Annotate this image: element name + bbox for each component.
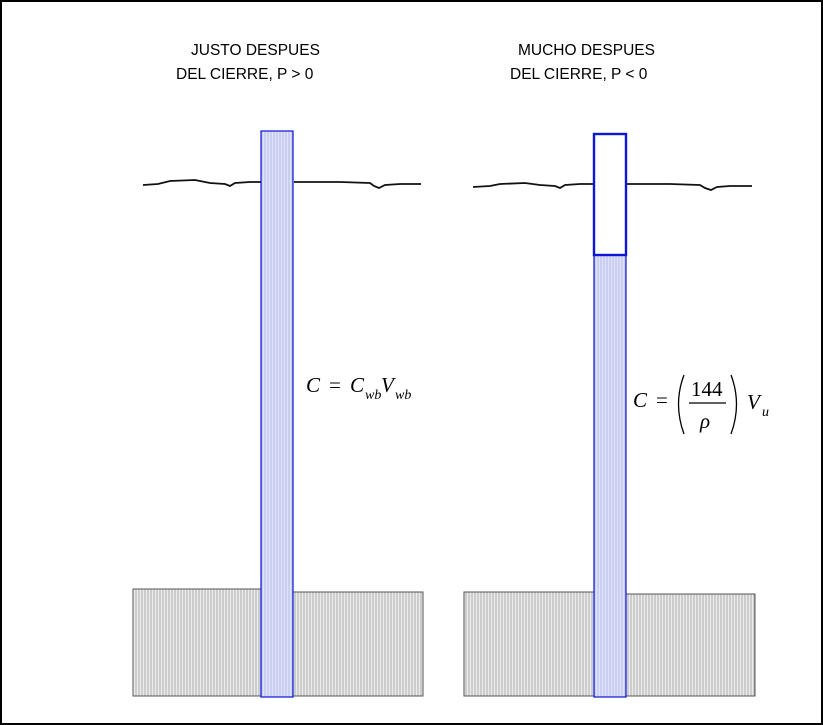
left-eq-c: C (350, 373, 365, 397)
left-eq-operator: = (329, 373, 341, 397)
right-title-line1: MUCHO DESPUES (518, 42, 655, 59)
left-title-line2: DEL CIERRE, P > 0 (176, 66, 314, 83)
right-eq-numerator: 144 (691, 377, 723, 401)
right-title-line2: DEL CIERRE, P < 0 (510, 66, 648, 83)
right-eq-left-paren (679, 375, 685, 434)
svg-text:C = C: C = C (306, 373, 365, 397)
right-eq-operator: = (656, 388, 668, 412)
right-eq-right-paren (731, 375, 737, 434)
left-formation-block-left (133, 589, 261, 696)
right-wellbore-liquid-column (594, 255, 626, 697)
left-formation-block-right (293, 592, 423, 696)
right-formation-block-left (464, 592, 594, 696)
right-eq-denominator: ρ (699, 409, 710, 433)
left-eq-v: V (381, 373, 396, 397)
right-eq-lhs: C (633, 388, 648, 412)
right-eq-v-subscript: u (762, 405, 769, 420)
left-panel: JUSTO DESPUES DEL CIERRE, P > 0 C = C wb… (133, 42, 423, 697)
right-equation: C = 144 ρ V u (633, 375, 769, 434)
right-wellbore-empty-section (594, 134, 626, 255)
left-eq-v-subscript: wb (395, 388, 411, 403)
left-title-line1: JUSTO DESPUES (191, 42, 320, 59)
left-eq-c-subscript: wb (365, 388, 381, 403)
right-eq-v: V (747, 390, 762, 414)
left-wellbore-liquid-column (261, 131, 293, 697)
left-equation: C = C wb V wb (306, 373, 411, 403)
right-panel: MUCHO DESPUES DEL CIERRE, P < 0 C = 144 … (464, 42, 769, 697)
right-formation-block-right (626, 594, 755, 696)
left-eq-lhs: C (306, 373, 321, 397)
